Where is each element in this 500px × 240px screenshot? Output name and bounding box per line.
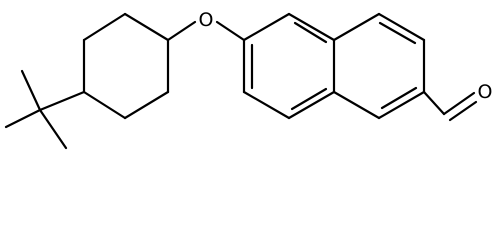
bond-quaternary-to-methyl-top [20, 69, 42, 112]
cyclohexane-bond [82, 12, 127, 42]
bond-quaternary-to-methyl-bottom [38, 108, 68, 150]
chemical-structure-diagram: O O [4, 9, 493, 150]
ether-oxygen-label: O [199, 9, 214, 31]
naphthalene-inner-double-bond [293, 21, 328, 44]
naphthalene-inner-double-bond [380, 86, 418, 110]
naphthalene-inner-double-bond [378, 21, 417, 45]
bond-cyclohexyl-to-oxygen [166, 20, 197, 42]
cyclohexane-bond [123, 12, 170, 42]
cyclohexane-bond [123, 90, 170, 120]
aldehyde-group: O [422, 81, 493, 122]
bond-quaternary-to-ring [38, 90, 86, 112]
naphthalene-inner-double-bond [290, 87, 328, 111]
bond-quaternary-to-methyl-left [4, 108, 42, 129]
naphthalene-bond [377, 90, 426, 120]
naphthalene-bond [242, 90, 291, 120]
tert-butyl-group [4, 69, 86, 150]
bond-ring-to-carbonyl-carbon [422, 90, 446, 116]
naphthalene-bond [287, 12, 336, 42]
naphthalene-bond [332, 12, 381, 42]
carbonyl-double-bond-inner [448, 100, 478, 122]
naphthalene-core [242, 12, 426, 120]
naphthalene-bond [377, 12, 426, 42]
carbonyl-double-bond-outer [442, 91, 476, 116]
naphthalene-bond [332, 90, 381, 120]
naphthalene-bond [242, 12, 291, 42]
cyclohexane-ring [82, 12, 170, 120]
naphthalene-bond [287, 90, 336, 120]
cyclohexane-bond [82, 90, 127, 120]
bond-oxygen-to-naphthalene [215, 20, 246, 42]
ether-linkage: O [166, 9, 246, 42]
aldehyde-oxygen-label: O [478, 81, 493, 103]
